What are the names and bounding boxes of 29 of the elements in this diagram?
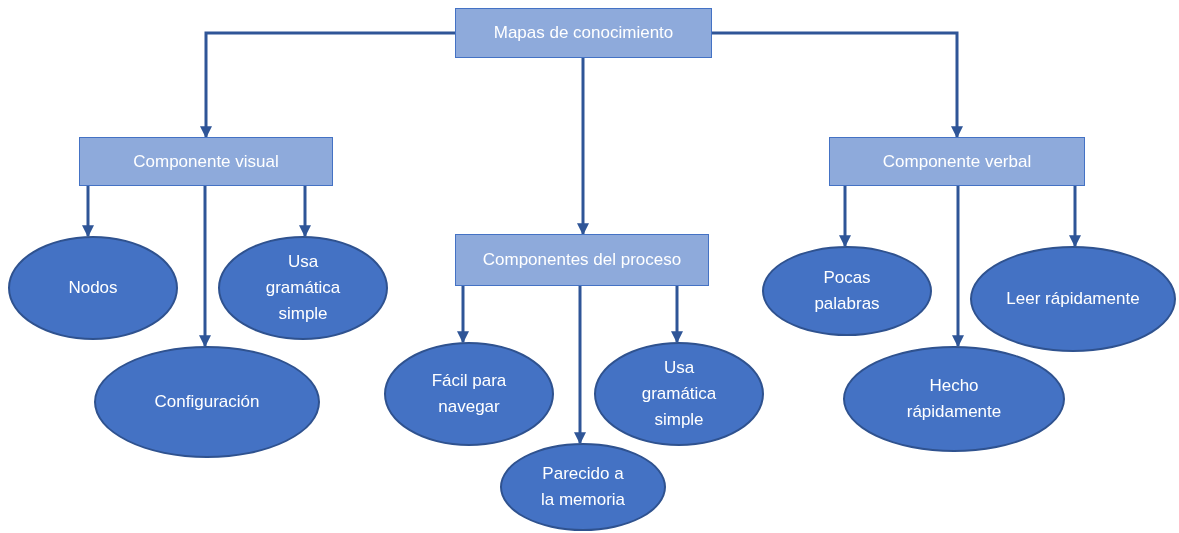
arrow (200, 31, 455, 139)
node-label: Componente visual (133, 150, 279, 173)
arrow (574, 286, 586, 445)
process-box (79, 137, 333, 186)
process-box (455, 8, 712, 58)
node-label: Pocas palabras (813, 267, 881, 315)
node-label: Componentes del proceso (482, 249, 682, 271)
arrow (1069, 186, 1081, 248)
arrow (577, 58, 589, 236)
arrow (839, 186, 851, 248)
node-label: Hecho rápidamente (905, 375, 1003, 423)
node-label: Usa gramática simple (640, 357, 718, 431)
node-label: Mapas de conocimiento (493, 22, 674, 44)
node-label: Configuración (154, 391, 260, 413)
arrow (671, 286, 683, 344)
node-label: Parecido a la memoria (539, 463, 627, 511)
arrow (299, 186, 311, 238)
arrow (952, 186, 964, 348)
process-box (455, 234, 709, 286)
node-label: Fácil para navegar (430, 370, 508, 418)
process-box (829, 137, 1085, 186)
node-label: Nodos (68, 277, 118, 299)
node-label: Leer rápidamente (1006, 288, 1140, 310)
arrow (457, 286, 469, 344)
node-label: Usa gramática simple (264, 251, 342, 325)
arrow (82, 186, 94, 238)
arrow (199, 186, 211, 348)
arrow (712, 31, 963, 139)
node-label: Componente verbal (882, 150, 1032, 173)
